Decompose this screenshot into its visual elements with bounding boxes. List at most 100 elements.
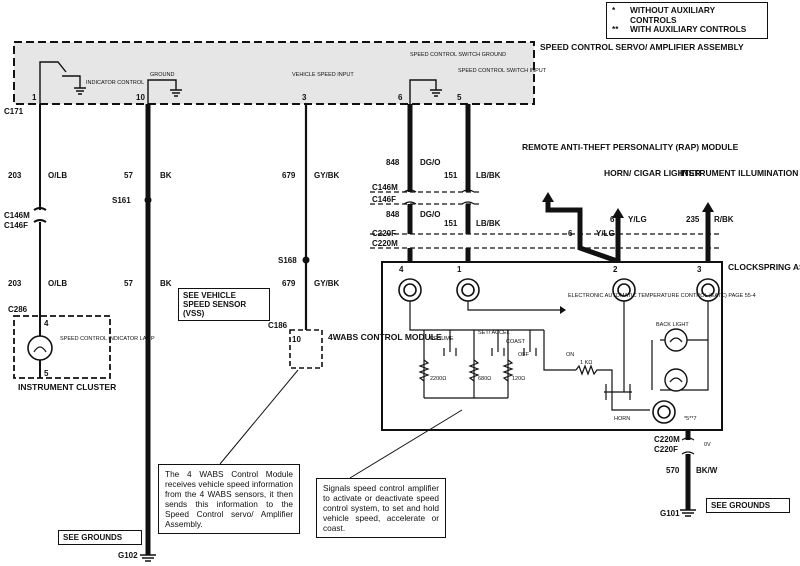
see-vss-box[interactable]: SEE VEHICLE SPEED SENSOR (VSS) (178, 288, 270, 321)
eatc-arrow (560, 306, 566, 314)
wabs-callout-line (219, 369, 299, 465)
cs-pin-2: 2 (613, 265, 618, 274)
connector-breaks (370, 189, 720, 249)
wire-57-color-a: BK (160, 171, 172, 180)
cs-pin-3: 3 (697, 265, 702, 274)
c286-pin-4: 4 (44, 319, 49, 328)
wire-679-num-a: 679 (282, 171, 296, 180)
horn-arrow (612, 208, 624, 218)
indicator-switch (39, 61, 86, 104)
wire-848-color-b: DG/O (420, 210, 440, 219)
star-note: *5**7 (684, 416, 697, 422)
connector-c146m-left: C146M (4, 211, 30, 220)
pin-label-sc-switch-ground: SPEED CONTROL SWITCH GROUND (410, 52, 506, 58)
c220-bottom-break (681, 437, 695, 455)
pin-label-sc-switch-input: SPEED CONTROL SWITCH INPUT (458, 68, 547, 74)
wire-151-color-b: LB/BK (476, 219, 501, 228)
horn-switch-label: HORN (614, 416, 630, 422)
indicator-lamp-filament (33, 346, 47, 353)
legend-text: WITH AUXILIARY CONTROLS (630, 24, 747, 34)
pin-label-vss-input: VEHICLE SPEED INPUT (292, 72, 354, 78)
ground-g102 (140, 554, 156, 562)
set-accel-label: SET/ ACCEL (478, 330, 510, 336)
connector-c171: C171 (4, 107, 24, 116)
connector-c220m-bottom: C220M (654, 435, 680, 444)
signals-note: Signals speed control amplifier to activ… (316, 478, 446, 538)
wire-203-num-a: 203 (8, 171, 22, 180)
zero-volt-label: 0V (704, 442, 711, 448)
resistor-120: 120Ω (512, 376, 525, 382)
connector-c146f-left: C146F (4, 221, 28, 230)
rap-pin-6: 6 (568, 229, 573, 238)
off-label: OFF (518, 352, 530, 358)
horn-contact (652, 400, 676, 424)
back-light-lamps (664, 328, 688, 392)
pin-6: 6 (398, 93, 403, 102)
connector-c146m-right: C146M (372, 183, 398, 192)
wire-57-num-b: 57 (124, 279, 133, 288)
on-label: ON (566, 352, 574, 358)
lamp-label: SPEED CONTROL INDICATOR LAMP (60, 336, 155, 342)
wire-848-color-a: DG/O (420, 158, 440, 167)
wabs-note: The 4 WABS Control Module receives vehic… (158, 464, 300, 534)
lamp-filament-1 (669, 337, 683, 343)
legend-row: ** WITH AUXILIARY CONTROLS (612, 24, 762, 35)
resistor-1k: 1 KΩ (580, 360, 592, 366)
servo-amplifier-housing (13, 41, 535, 105)
wire-57-color-b: BK (160, 279, 172, 288)
wabs-pin-10: 10 (292, 335, 301, 344)
wire-848-num-b: 848 (386, 210, 400, 219)
splice-s168 (302, 256, 310, 264)
cs-pin-1: 1 (457, 265, 462, 274)
pin-3: 3 (302, 93, 307, 102)
splice-s161 (144, 196, 152, 204)
wire-151-num-b: 151 (444, 219, 458, 228)
wire-151-color-a: LB/BK (476, 171, 501, 180)
pin-1: 1 (32, 93, 37, 102)
connector-c220f-bottom: C220F (654, 445, 678, 454)
resistor-680: 680Ω (478, 376, 491, 382)
wire-203-num-b: 203 (8, 279, 22, 288)
see-grounds-left-box[interactable]: SEE GROUNDS (58, 530, 142, 545)
wire-203-color-b: O/LB (48, 279, 67, 288)
connector-c286: C286 (8, 305, 28, 314)
wire-235-num: 235 (686, 215, 700, 224)
clockspring-label: CLOCKSPRING ASSEMBLY (728, 262, 800, 272)
clockspring-circuit (409, 301, 709, 411)
coast-label: COAST (506, 339, 526, 345)
ground-g101 (680, 509, 696, 517)
indicator-lamp (27, 335, 53, 361)
illumination-label: INSTRUMENT ILLUMINATION (680, 168, 798, 178)
pin-label-ground: GROUND (150, 72, 174, 78)
legend-text: WITHOUT AUXILIARY CONTROLS (630, 5, 715, 25)
legend-row: *WITHOUT AUXILIARY CONTROLS (612, 5, 762, 25)
lamp-filament-2 (669, 377, 683, 383)
back-light-label: BACK LIGHT (656, 322, 689, 328)
resistor-2200: 2200Ω (430, 376, 446, 382)
wire-570-color: BK/W (696, 466, 718, 475)
cs-pin-4: 4 (399, 265, 404, 274)
wire-570-num: 570 (666, 466, 680, 475)
legend-symbol: ** (612, 24, 619, 34)
wire-679-num-b: 679 (282, 279, 296, 288)
horn-label: HORN/ CIGAR LIGHTER (604, 168, 701, 178)
illumination-arrow (702, 202, 714, 212)
horn-wire-color: Y/LG (628, 215, 647, 224)
servo-ground-symbol (147, 79, 182, 104)
ground-g101-label: G101 (660, 509, 680, 518)
wire-235-color: R/BK (714, 215, 734, 224)
rap-arrow (542, 192, 554, 202)
wire-848-num-a: 848 (386, 158, 400, 167)
wire-679-color-b: GY/BK (314, 279, 340, 288)
switch-ground-symbol (409, 79, 442, 104)
resume-label: RESUME (430, 336, 454, 342)
signals-callout-line (349, 409, 463, 479)
see-grounds-right-box[interactable]: SEE GROUNDS (706, 498, 790, 513)
wabs-module-label: 4WABS CONTROL MODULE (328, 332, 442, 342)
horn-pin-6: 6 (610, 215, 615, 224)
ground-g102-label: G102 (118, 551, 138, 560)
splice-s168-label: S168 (278, 256, 297, 265)
pin-label-indicator-control: INDICATOR CONTROL (86, 80, 144, 86)
rap-wire-color: Y/LG (596, 229, 615, 238)
